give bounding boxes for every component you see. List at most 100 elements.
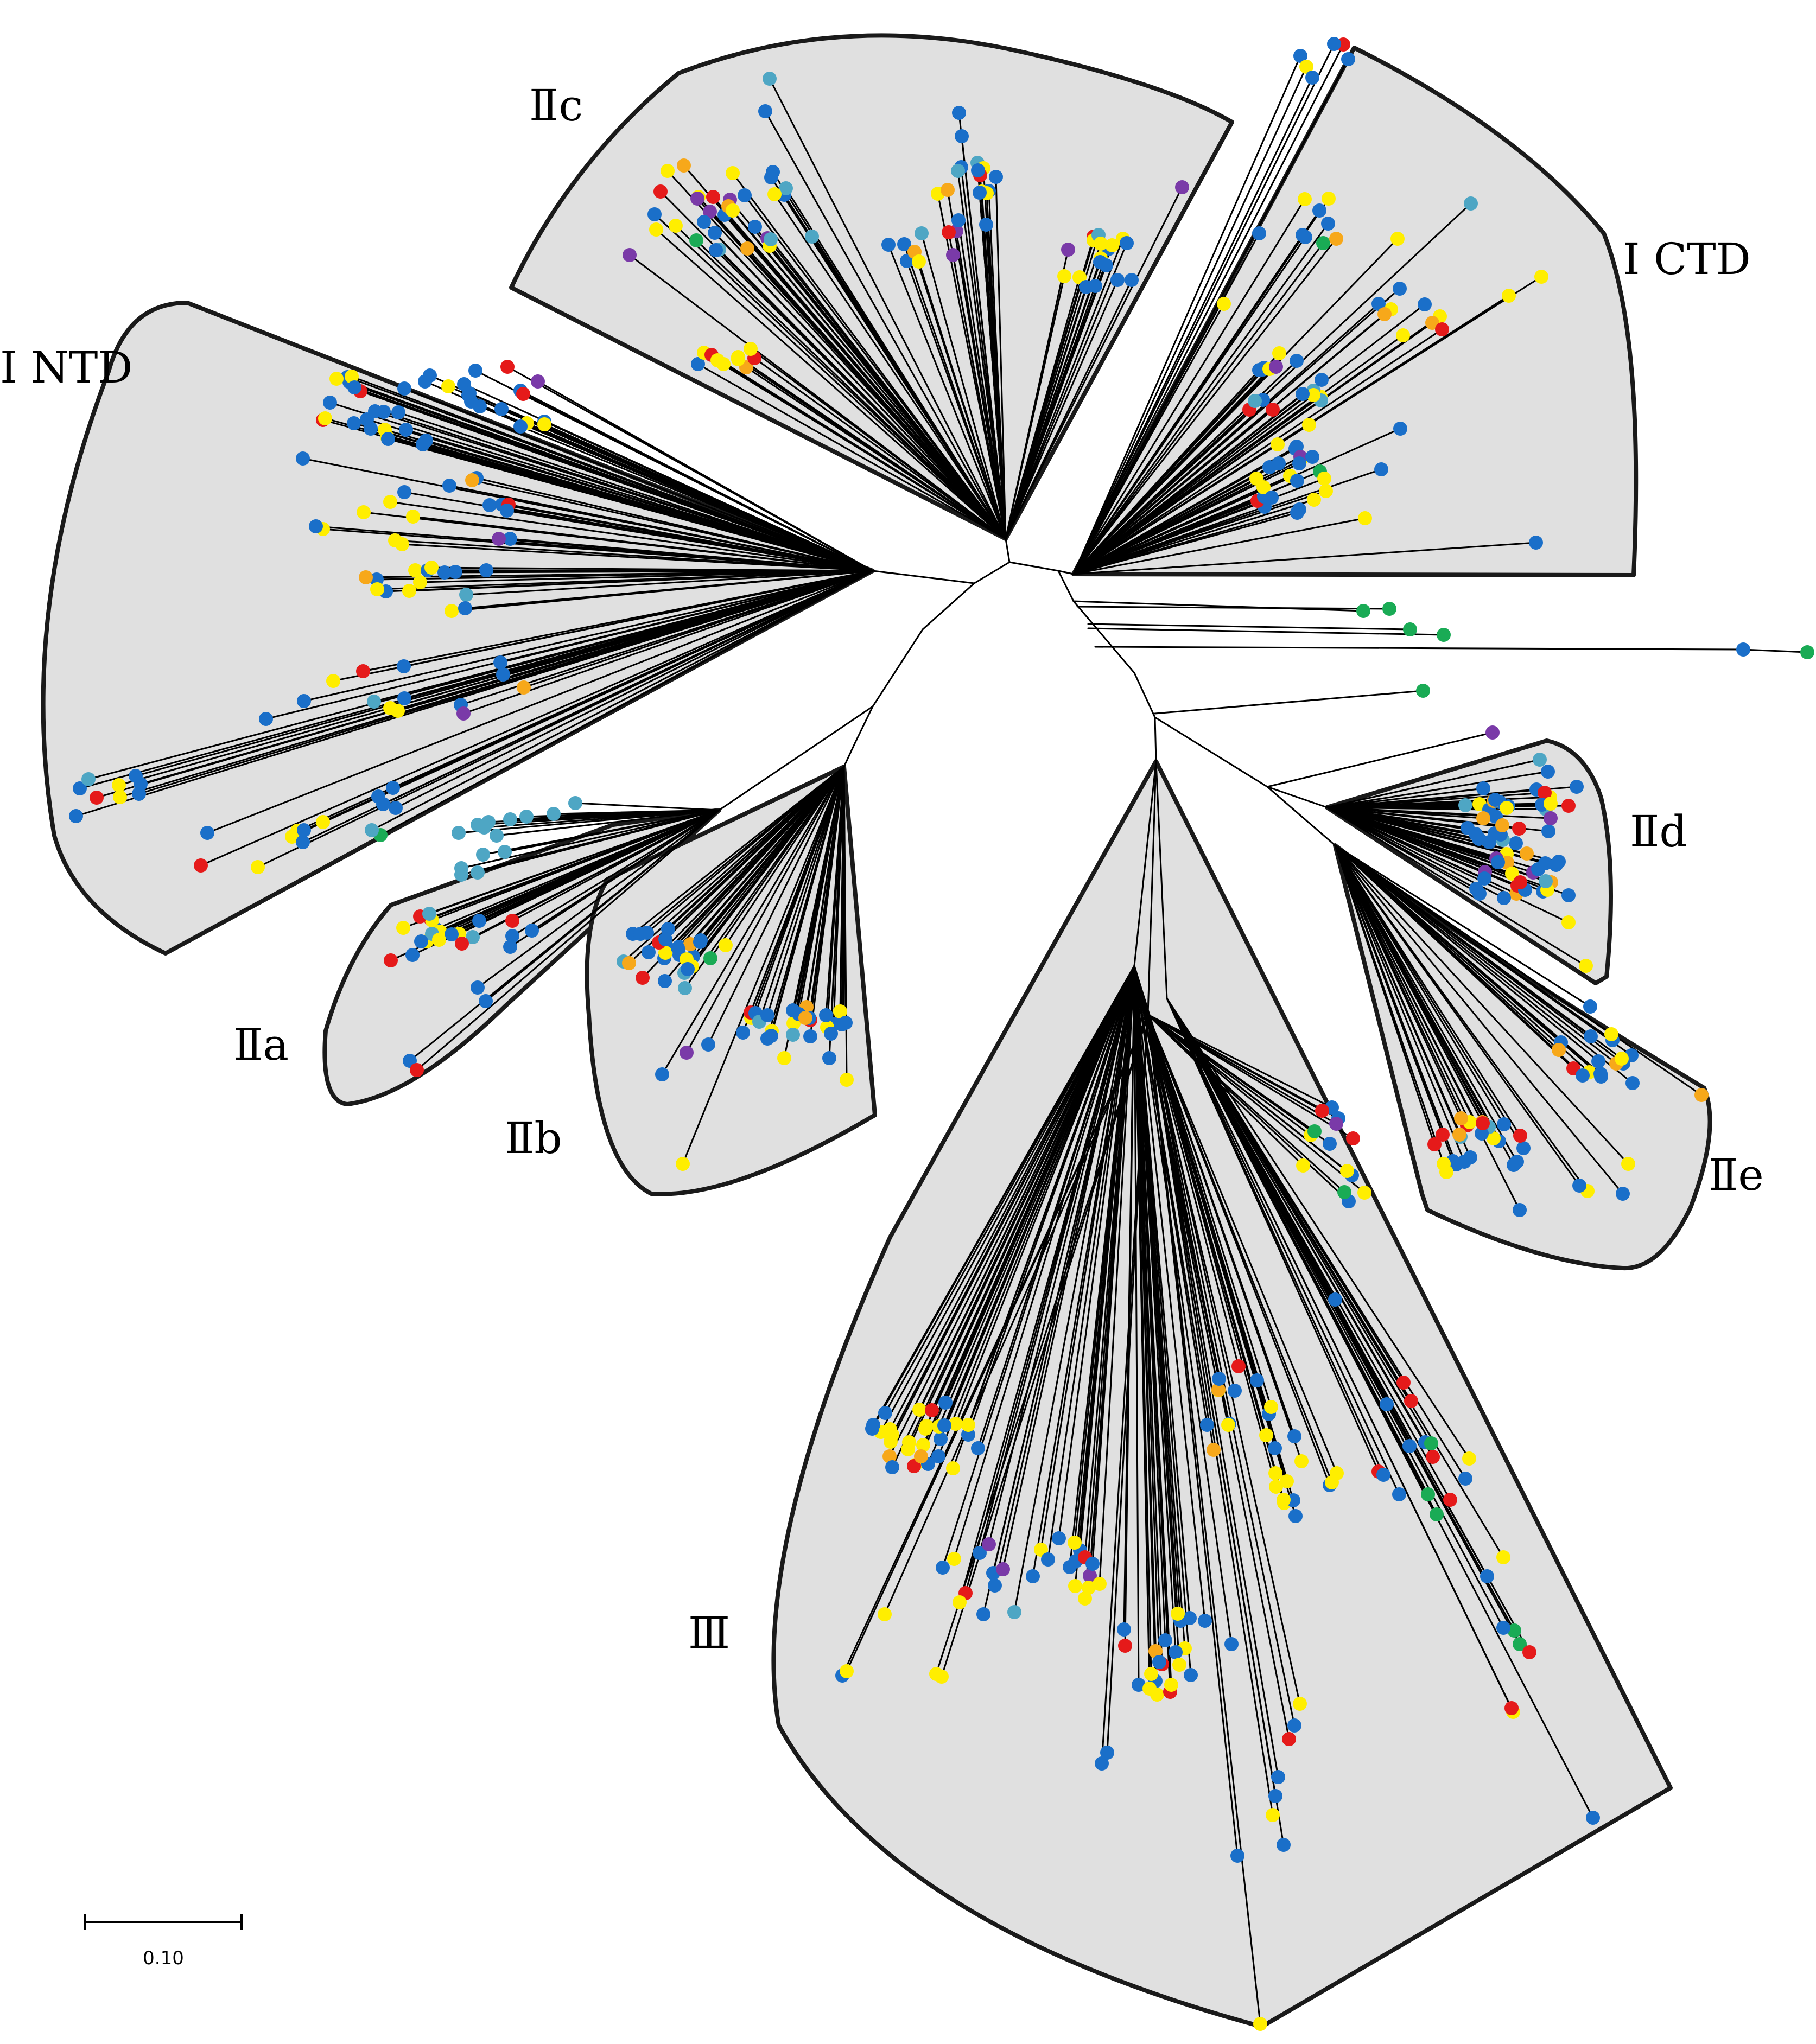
tip-node (1427, 1137, 1442, 1151)
tip-node (982, 1537, 996, 1551)
tip-node (1217, 297, 1231, 311)
tree-branch (1072, 288, 1401, 575)
tip-node (537, 417, 551, 431)
backbone-branch (843, 742, 856, 768)
tip-node (397, 381, 411, 396)
tree-branch (200, 570, 874, 867)
tip-node (1583, 999, 1597, 1014)
tip-node (1476, 781, 1490, 795)
tree-branch (1334, 844, 1703, 1096)
tip-node (901, 1442, 915, 1456)
tree-branch (1072, 542, 1537, 575)
tree-branch (460, 809, 720, 876)
tree-branch (1334, 844, 1560, 1051)
tree-branch (353, 386, 874, 572)
tree-branch (1166, 997, 1336, 1301)
tip-node (740, 241, 754, 256)
tree-branch (416, 809, 720, 1071)
tip-node (736, 1026, 750, 1040)
tree-branch (1005, 186, 1183, 540)
tree-branch (1133, 965, 1151, 1690)
tip-node (676, 1157, 690, 1171)
tip-node (1132, 1678, 1146, 1692)
tip-node (1458, 1472, 1472, 1486)
tip-node (866, 1418, 880, 1432)
tip-node (1561, 915, 1576, 929)
tree-branch (496, 809, 720, 837)
tree-branch (1334, 844, 1617, 1065)
clade-labels: I NTD Ⅱc I CTD Ⅱa Ⅱb Ⅱd Ⅱe Ⅲ (0, 80, 1764, 1658)
tip-node (738, 188, 752, 202)
tip-node (915, 226, 929, 240)
tip-node (885, 1460, 899, 1474)
tip-node (1507, 1623, 1521, 1638)
tree-branch (1072, 303, 1426, 575)
tip-node (918, 1422, 932, 1436)
tip-node (388, 533, 402, 547)
backbone-branch (1057, 570, 1075, 602)
tip-node (1269, 360, 1283, 374)
tree-branch (1326, 806, 1570, 896)
tree-branch (742, 766, 845, 1034)
tip-node (1491, 855, 1505, 869)
tree-branch (1072, 202, 1472, 575)
tip-node (786, 1028, 800, 1042)
tip-node (760, 1008, 774, 1022)
tree-branch (957, 170, 1007, 540)
tip-node (681, 962, 695, 976)
tree-branch (1334, 844, 1634, 1084)
tip-node (455, 937, 469, 951)
tree-branch (374, 410, 874, 572)
tree-branch (1334, 844, 1580, 1187)
tree-branch (1072, 313, 1386, 575)
tip-node (531, 374, 545, 389)
tip-node (1513, 875, 1527, 889)
tip-node (418, 374, 432, 389)
tip-node (1495, 818, 1509, 832)
tip-node (1454, 1111, 1468, 1125)
tip-node (318, 411, 332, 425)
tip-node (658, 932, 672, 946)
tip-node (1584, 1029, 1598, 1043)
tree-branch (967, 965, 1135, 1426)
tree-branch (1072, 456, 1313, 575)
tree-branch (553, 809, 720, 815)
tip-node (370, 582, 384, 596)
tree-branch (1133, 965, 1140, 1686)
tree-branch (477, 809, 720, 989)
tree-branch (683, 164, 1007, 540)
backbone-branch (1072, 600, 1135, 674)
tip-node (1212, 1372, 1226, 1386)
tip-node (468, 364, 482, 378)
tip-node (1439, 1165, 1453, 1179)
tip-node (1290, 506, 1304, 520)
tree-branch (770, 766, 845, 1037)
tip-node (1026, 1569, 1040, 1583)
tree-branch (995, 176, 1007, 540)
tip-node (1296, 1158, 1310, 1173)
tip-node (1421, 1487, 1435, 1501)
tree-branch (766, 766, 845, 1016)
tree-branch (412, 515, 874, 572)
tree-branch (425, 440, 874, 572)
tree-branch (1147, 1014, 1277, 1797)
tip-node (1572, 1179, 1586, 1193)
tip-node (112, 778, 126, 792)
tip-node (482, 498, 497, 512)
tip-node (1396, 328, 1410, 342)
tip-node (1416, 684, 1430, 698)
tip-node (822, 1051, 836, 1065)
tip-node (1374, 462, 1388, 476)
tip-node (513, 419, 528, 434)
tree-branch (1072, 445, 1298, 575)
tree-branch (941, 1014, 1149, 1678)
tip-node (356, 664, 370, 678)
tip-node (1522, 1645, 1536, 1659)
tip-node (441, 379, 455, 393)
tree-branch (1005, 249, 1069, 540)
tip-node (947, 1552, 961, 1566)
tip-node (1068, 1579, 1082, 1593)
clade-label-iia: Ⅱa (233, 1020, 289, 1070)
tip-node (1485, 725, 1500, 740)
tip-node (952, 106, 966, 120)
